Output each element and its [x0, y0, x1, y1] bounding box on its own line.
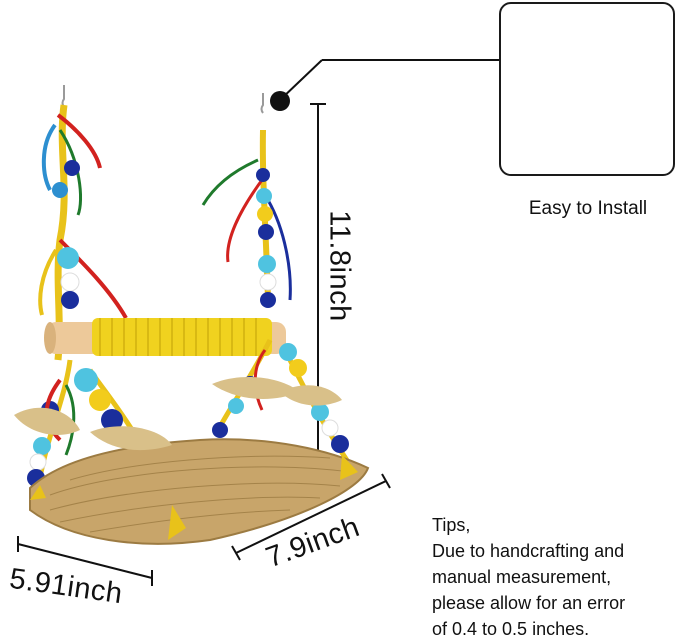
depth-dimension-line [17, 536, 153, 586]
tips-line: Due to handcrafting and [432, 541, 625, 561]
tips-note: Tips, Due to handcrafting and manual mea… [432, 512, 677, 642]
clip-inset-frame [499, 2, 675, 176]
tips-title: Tips, [432, 515, 471, 535]
tips-line: please allow for an error [432, 593, 626, 613]
width-dimension-line [231, 473, 391, 561]
clip-caption: Easy to Install [528, 198, 648, 219]
right-rope-strand [201, 129, 292, 308]
seagrass-mat [14, 377, 370, 545]
tips-line: manual measurement, [432, 567, 612, 587]
wooden-perch [44, 318, 286, 356]
hanging-hooks [61, 85, 264, 114]
height-label: 11.8inch [323, 210, 356, 322]
callout-line [270, 59, 499, 111]
tips-line: of 0.4 to 0.5 inches. [432, 619, 590, 639]
